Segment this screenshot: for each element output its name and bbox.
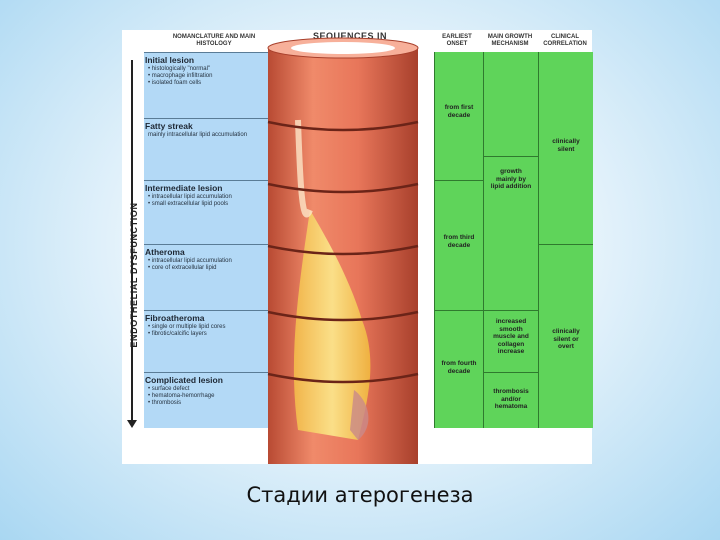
stage-title: Initial lesion	[145, 55, 195, 65]
header-clinical: CLINICAL CORRELATION	[543, 34, 587, 47]
stage-column: Initial lesion • histologically "normal"…	[144, 52, 272, 428]
stage-item: • surface defect	[148, 386, 190, 392]
growth-smooth-muscle-collagen: increased smooth muscle and collagen inc…	[493, 318, 529, 355]
clinical-divider	[539, 244, 593, 245]
stage-item: mainly intracellular lipid accumulation	[148, 132, 248, 138]
onset-column: from first decade from third decade from…	[434, 52, 483, 428]
clinical-silent: clinically silent	[552, 138, 580, 153]
stage-item: • hematoma-hemorrhage	[148, 393, 215, 399]
onset-third-decade: from third decade	[443, 234, 475, 249]
stage-item: • intracellular lipid accumulation	[148, 258, 232, 264]
stage-item: • core of extracellular lipid	[148, 265, 217, 271]
stage-complicated-lesion: Complicated lesion • surface defect • he…	[144, 372, 272, 429]
stage-fatty-streak: Fatty streak mainly intracellular lipid …	[144, 118, 272, 181]
intimal-thickening	[295, 119, 313, 218]
slide-caption: Стадии атерогенеза	[246, 483, 474, 507]
stage-title: Intermediate lesion	[145, 183, 223, 193]
onset-divider	[435, 310, 483, 311]
stage-item: • thrombosis	[148, 400, 182, 406]
stage-item: • fibrotic/calcific layers	[148, 331, 207, 337]
header-growth: MAIN GROWTH MECHANISM	[487, 34, 533, 47]
growth-thrombosis-hematoma: thrombosis and/or hematoma	[493, 388, 529, 410]
stage-intermediate-lesion: Intermediate lesion • intracellular lipi…	[144, 180, 272, 245]
growth-lipid-addition: growth mainly by lipid addition	[490, 168, 532, 190]
onset-fourth-decade: from fourth decade	[441, 360, 477, 375]
growth-column: growth mainly by lipid addition increase…	[483, 52, 538, 428]
section-rings	[267, 120, 419, 384]
stage-item: • isolated foam cells	[148, 80, 202, 86]
growth-divider	[484, 310, 538, 311]
stage-title: Atheroma	[145, 247, 185, 257]
clinical-column: clinically silent clinically silent or o…	[538, 52, 593, 428]
stage-title: Complicated lesion	[145, 375, 223, 385]
onset-divider	[435, 180, 483, 181]
growth-divider	[484, 156, 538, 157]
progression-arrow-head	[127, 420, 137, 428]
stage-atheroma: Atheroma • intracellular lipid accumulat…	[144, 244, 272, 311]
stage-title: Fibroatheroma	[145, 313, 205, 323]
onset-first-decade: from first decade	[444, 104, 474, 119]
stage-item: • small extracellular lipid pools	[148, 201, 229, 207]
thrombus	[350, 390, 369, 440]
clinical-silent-or-overt: clinically silent or overt	[552, 328, 580, 350]
artery-illustration	[267, 37, 419, 464]
growth-divider	[484, 372, 538, 373]
progression-arrow-line	[131, 60, 133, 422]
stage-fibroatheroma: Fibroatheroma • single or multiple lipid…	[144, 310, 272, 373]
header-nomenclature: NOMANCLATURE AND MAIN HISTOLOGY	[172, 34, 256, 47]
stage-title: Fatty streak	[145, 121, 193, 131]
header-onset: EARLIEST ONSET	[442, 34, 472, 47]
stage-item: • histologically "normal"	[148, 66, 211, 72]
stage-initial-lesion: Initial lesion • histologically "normal"…	[144, 52, 272, 119]
artery-lumen-top	[291, 42, 395, 54]
stage-item: • intracellular lipid accumulation	[148, 194, 232, 200]
stage-item: • single or multiple lipid cores	[148, 324, 226, 330]
stage-item: • macrophage infiltration	[148, 73, 213, 79]
